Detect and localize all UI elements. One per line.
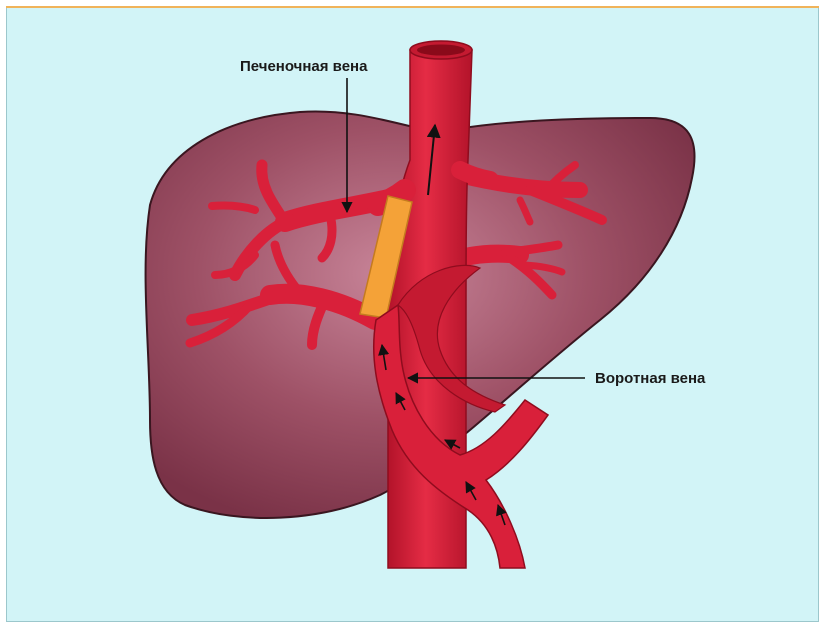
hepatic-vein-label: Печеночная вена bbox=[240, 58, 367, 75]
hepatic-vein-trunk-right bbox=[460, 170, 490, 180]
portal-vein-label: Воротная вена bbox=[595, 370, 705, 387]
